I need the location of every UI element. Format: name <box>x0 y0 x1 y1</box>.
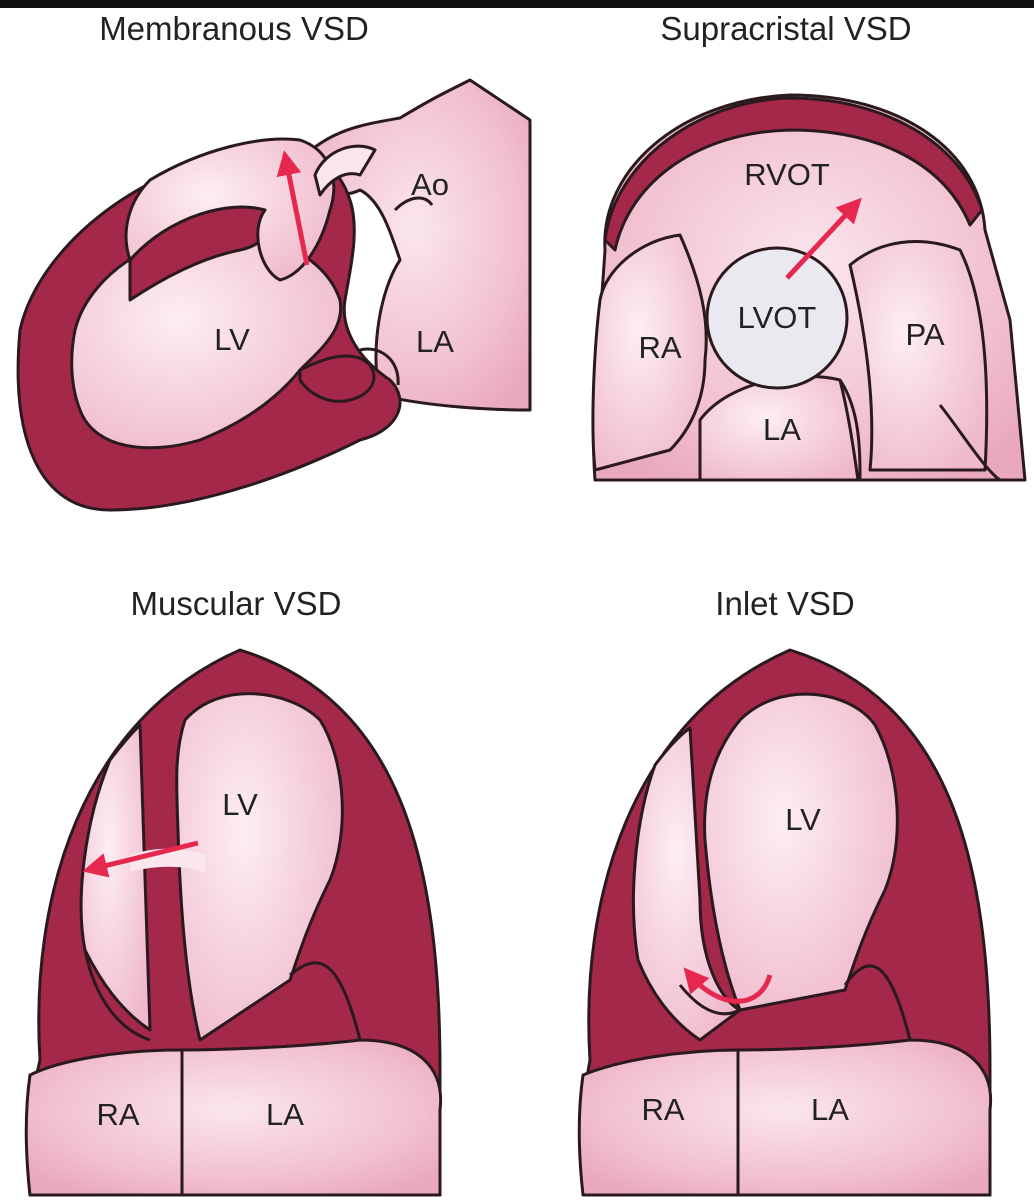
label-lv: LV <box>222 787 258 822</box>
panel-title: Supracristal VSD <box>660 10 911 47</box>
label-la: LA <box>763 412 801 447</box>
label-la: LA <box>416 324 454 359</box>
panel-inlet: Inlet VSD LV RA LA <box>577 585 993 1197</box>
membranous-heart-illustration <box>16 78 532 512</box>
label-ao: Ao <box>411 167 449 202</box>
panel-membranous: Membranous VSD Ao LV LA <box>16 10 532 512</box>
panel-title: Muscular VSD <box>131 585 342 622</box>
label-lv: LV <box>785 802 821 837</box>
label-lv: LV <box>214 322 250 357</box>
shunt-arrow <box>276 150 310 266</box>
panel-muscular: Muscular VSD LV RA LA <box>24 585 443 1197</box>
shunt-arrow <box>785 197 862 280</box>
label-lvot: LVOT <box>738 300 817 335</box>
supracristal-heart-illustration <box>591 93 1027 482</box>
shunt-arrow <box>82 840 199 878</box>
top-border <box>0 0 1034 8</box>
label-rvot: RVOT <box>744 157 830 192</box>
label-la: LA <box>811 1092 849 1127</box>
panel-title: Membranous VSD <box>99 10 369 47</box>
muscular-heart-illustration <box>24 648 443 1197</box>
label-la: LA <box>266 1097 304 1132</box>
lvot-circle <box>705 246 849 390</box>
label-ra: RA <box>96 1097 139 1132</box>
label-ra: RA <box>641 1092 684 1127</box>
shunt-arrow-curved <box>683 967 773 1004</box>
panel-title: Inlet VSD <box>715 585 854 622</box>
label-pa: PA <box>905 317 944 352</box>
panel-supracristal: Supracristal VSD RVOT LVOT RA PA LA <box>591 10 1027 482</box>
inlet-heart-illustration <box>577 648 993 1197</box>
label-ra: RA <box>638 330 681 365</box>
